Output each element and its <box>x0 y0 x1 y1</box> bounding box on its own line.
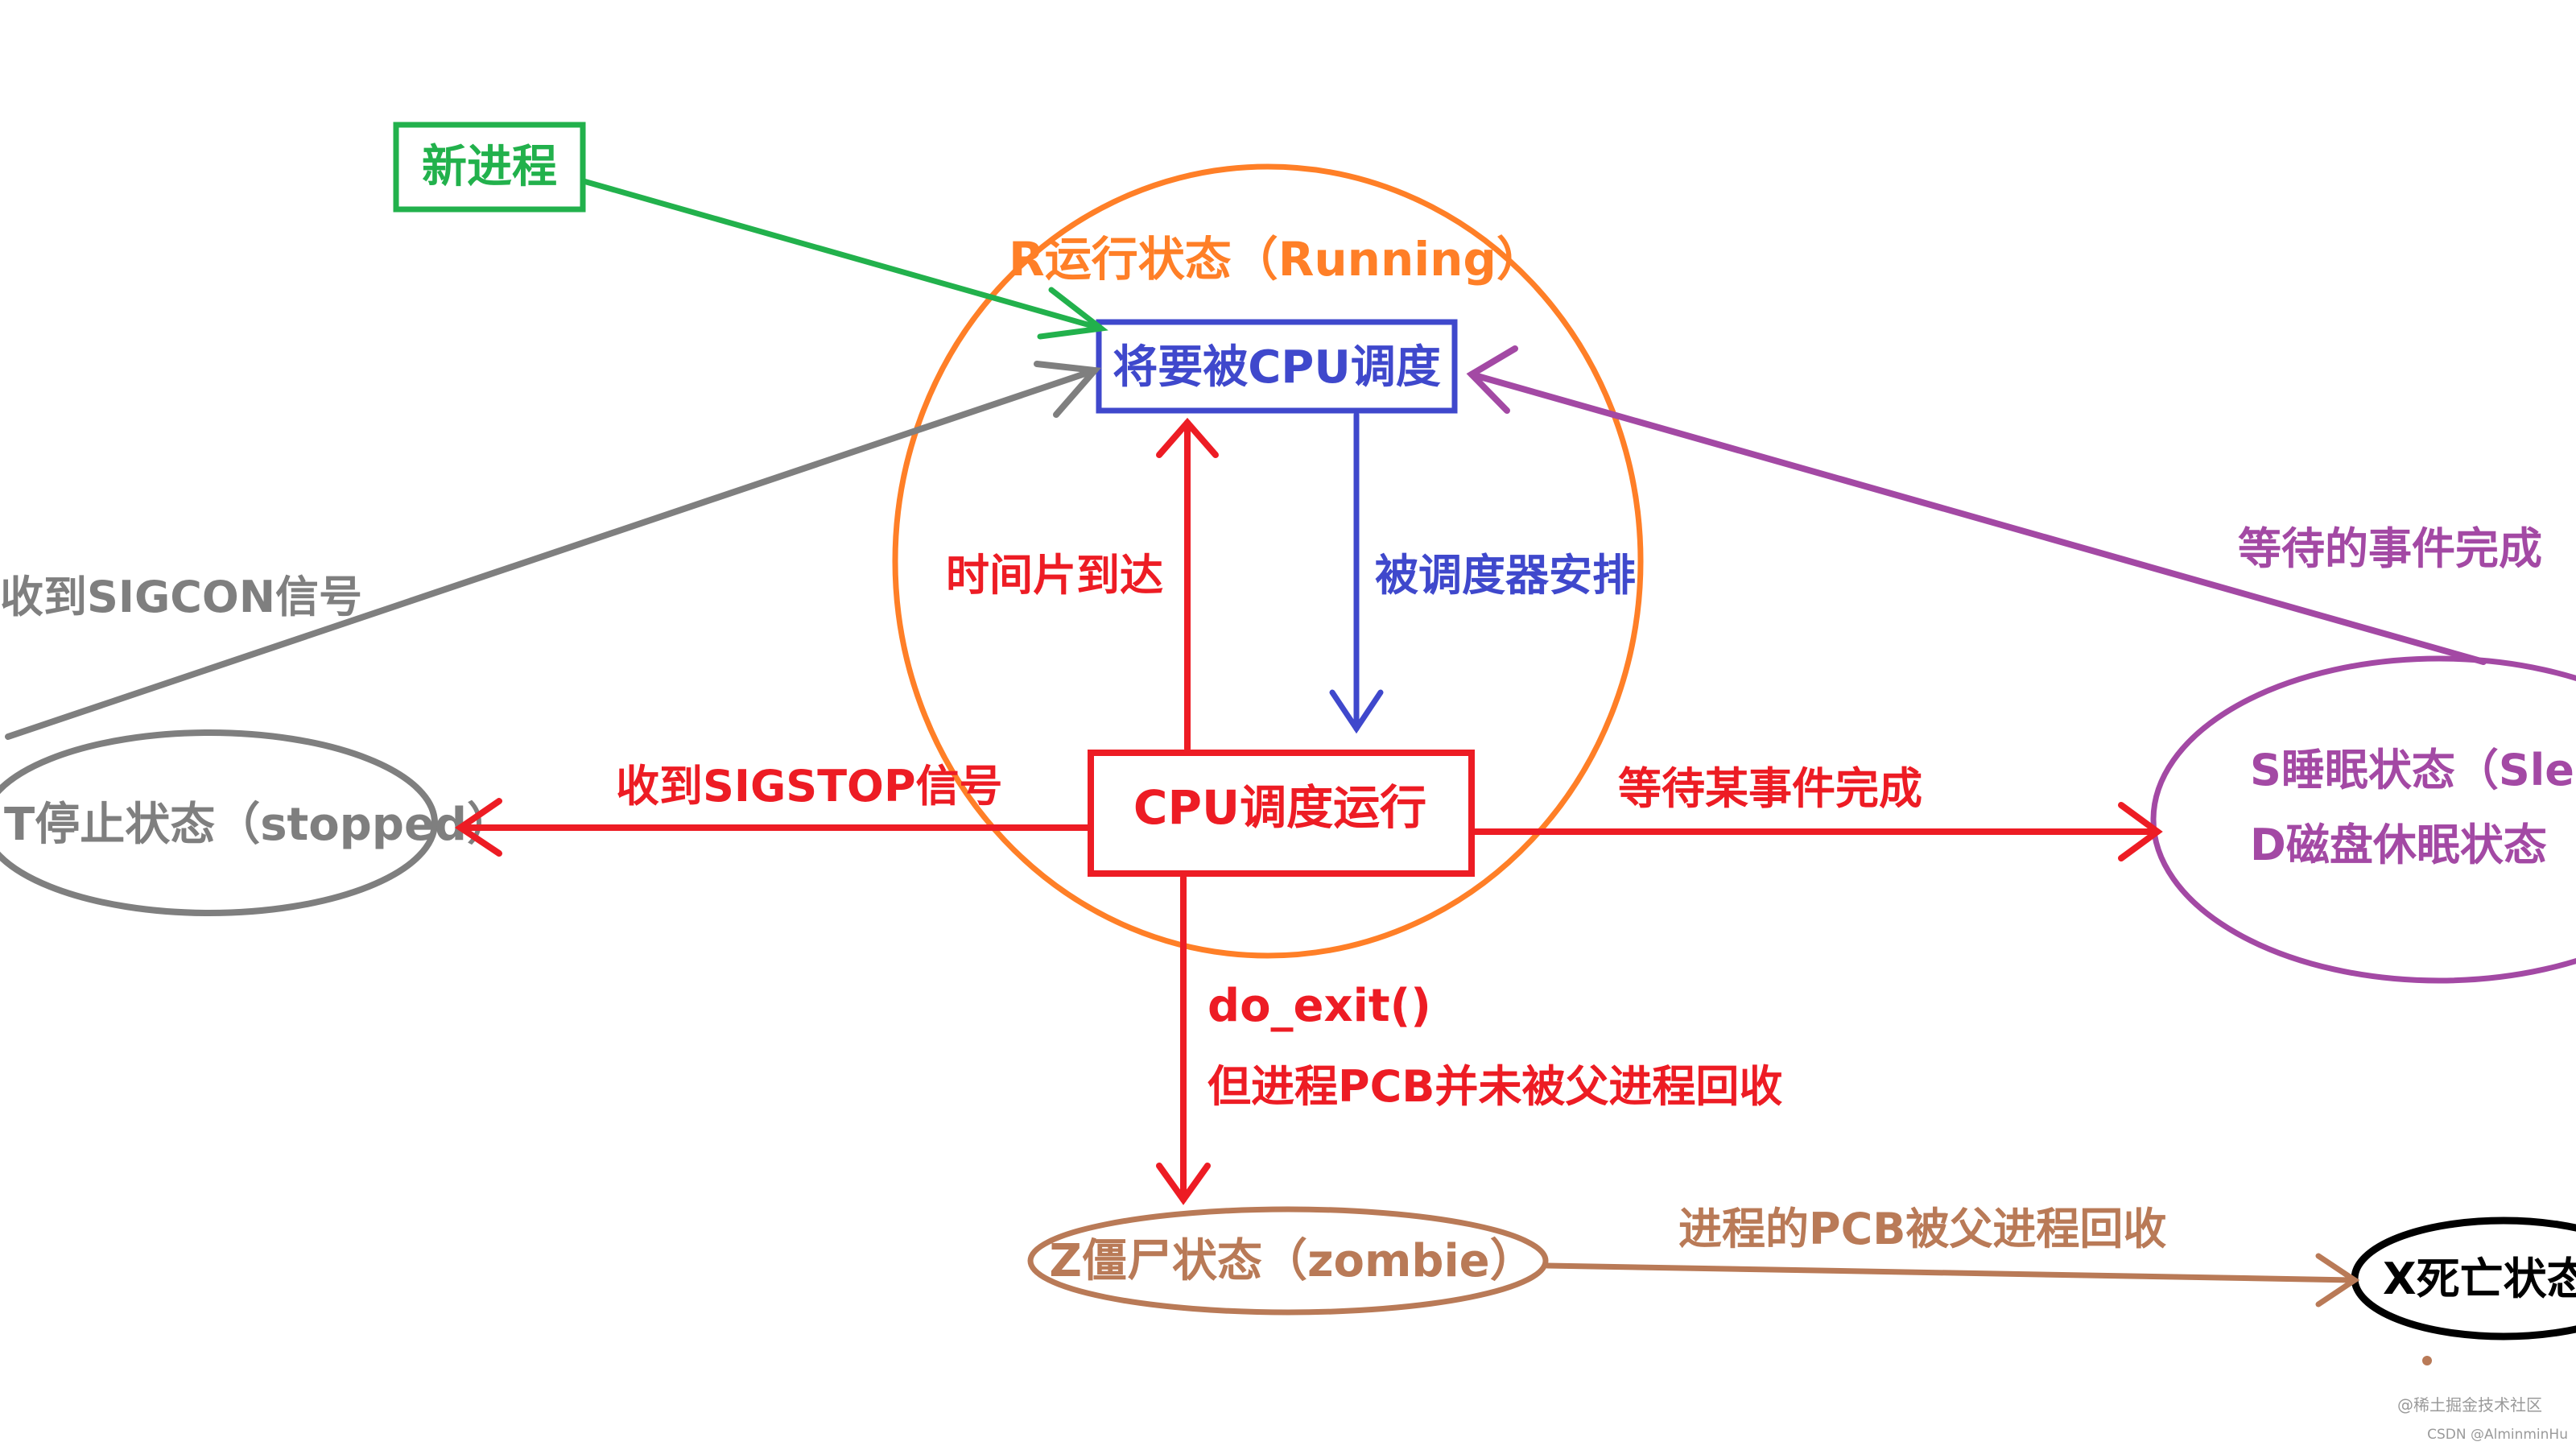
arrow-new-to-scheduled <box>580 178 1108 340</box>
sleeping-state-ellipse <box>2150 655 2576 984</box>
arrow-wait-event <box>1470 802 2163 861</box>
to-be-scheduled-label: 将要被CPU调度 <box>1113 341 1441 394</box>
not-reaped-label: 但进程PCB并未被父进程回收 <box>1208 1061 1782 1112</box>
arrow-time-slice <box>1156 417 1219 752</box>
arrow-reaped <box>1544 1253 2360 1307</box>
stopped-state-label: T停止状态（stopped） <box>4 799 512 851</box>
sleeping-state-label-1: S睡眠状态（Sleeping） <box>2250 745 2576 795</box>
new-process-label: 新进程 <box>422 141 557 193</box>
arrow-sigstop <box>454 798 1092 857</box>
running-state-circle <box>892 163 1644 959</box>
do-exit-label: do_exit() <box>1208 980 1431 1032</box>
running-state-label: R运行状态（Running） <box>1009 232 1543 287</box>
time-slice-label: 时间片到达 <box>946 550 1163 601</box>
cpu-running-box <box>1088 750 1475 877</box>
sigcont-label: 收到SIGCON信号 <box>0 572 362 622</box>
cpu-running-label: CPU调度运行 <box>1133 780 1426 835</box>
sigstop-label: 收到SIGSTOP信号 <box>616 761 1003 812</box>
dead-state-label: X死亡状态 <box>2383 1254 2576 1304</box>
wait-event-label: 等待某事件完成 <box>1618 763 1922 814</box>
reaped-label: 进程的PCB被父进程回收 <box>1678 1204 2166 1254</box>
to-be-scheduled-box <box>1096 319 1458 414</box>
zombie-state-label: Z僵尸状态（zombie） <box>1049 1235 1534 1287</box>
watermark-line-1: @稀土掘金技术社区 <box>2397 1395 2542 1415</box>
stray-dot <box>2422 1356 2432 1365</box>
sleeping-state-label-2: D磁盘休眠状态 <box>2250 820 2547 870</box>
zombie-state-ellipse <box>1027 1206 1549 1316</box>
arrow-scheduler <box>1329 411 1384 734</box>
arrow-event-done <box>1466 345 2487 665</box>
arrow-do-exit <box>1156 874 1211 1205</box>
watermark-line-2: CSDN @AlminminHu <box>2427 1427 2568 1443</box>
scheduler-label: 被调度器安排 <box>1375 550 1636 601</box>
stopped-state-ellipse <box>0 729 438 916</box>
arrow-stopped-to-scheduled <box>5 361 1102 740</box>
new-process-box <box>393 122 586 213</box>
event-done-label: 等待的事件完成 <box>2238 523 2542 574</box>
